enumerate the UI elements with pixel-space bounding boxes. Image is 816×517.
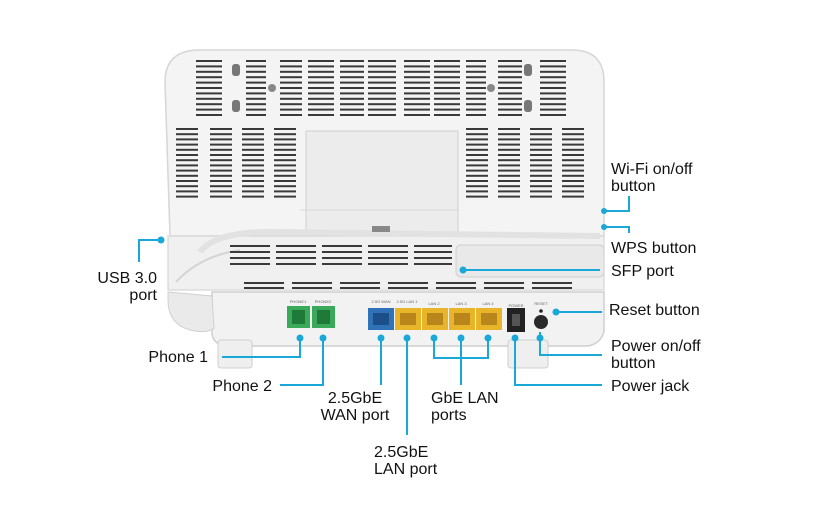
power-jack-socket (512, 314, 520, 326)
power-jack-label: Power jack (611, 378, 690, 395)
phone2-port-socket (317, 310, 330, 324)
reset-port-label: RESET (534, 301, 548, 306)
wifi-button-callout: Wi-Fi on/off button (611, 161, 693, 195)
lan3-port-socket (454, 313, 470, 325)
wps-button-callout: WPS button (611, 240, 696, 257)
lan1-port-socket (400, 313, 416, 325)
phone1-label: Phone 1 (148, 349, 208, 366)
power-button[interactable] (534, 315, 548, 329)
wan-port-socket (373, 313, 389, 325)
reset-button-callout: Reset button (609, 302, 700, 319)
wifi-button-label-line1: Wi-Fi on/off (611, 161, 693, 178)
wan-port-label-line2: WAN port (320, 407, 390, 424)
lan-port-label-line2: LAN port (374, 461, 438, 478)
port-panel: PHONE1 PHONE2 2.5G WAN 2.5G LAN 1 LAN 2 … (287, 299, 548, 332)
lan2-port-label: LAN 2 (428, 301, 440, 306)
power-jack-callout: Power jack (611, 378, 689, 395)
mounting-holes (232, 64, 532, 232)
reset-button[interactable] (539, 309, 543, 313)
ventilation-slots (176, 60, 584, 289)
usb-port-label-line2: port (129, 287, 157, 304)
phone1-callout: Phone 1 (130, 349, 208, 366)
wan-port-label-line1: 2.5GbE (327, 390, 383, 407)
sfp-port-label: SFP port (611, 263, 674, 280)
lan-port-label-line1: 2.5GbE (374, 444, 429, 461)
wifi-button-label-line2: button (611, 178, 656, 195)
phone1-port-label: PHONE1 (290, 299, 307, 304)
lan2-port-socket (427, 313, 443, 325)
power-button-label-line2: button (611, 355, 656, 372)
wan-port-label: 2.5G WAN (372, 299, 391, 304)
phone1-port-socket (292, 310, 305, 324)
lan1-port-label: 2.5G LAN 1 (397, 299, 419, 304)
sfp-port-callout: SFP port (611, 263, 674, 280)
phone2-port-label: PHONE2 (315, 299, 332, 304)
phone2-callout: Phone 2 (192, 378, 272, 395)
reset-button-label: Reset button (609, 302, 700, 319)
power-port-label: POWER (508, 303, 523, 308)
usb-port-label-line1: USB 3.0 (97, 270, 157, 287)
wan-port-callout: 2.5GbE WAN port (305, 390, 405, 424)
power-button-label-line1: Power on/off (611, 338, 701, 355)
lan3-port-label: LAN 3 (455, 301, 467, 306)
phone2-label: Phone 2 (212, 378, 272, 395)
gbe-lan-label-line1: GbE LAN (431, 390, 499, 407)
power-button-callout: Power on/off button (611, 338, 701, 372)
lan4-port-socket (481, 313, 497, 325)
gbe-lan-callout: GbE LAN ports (431, 390, 499, 424)
callout-dots (157, 208, 607, 342)
gbe-lan-label-line2: ports (431, 407, 467, 424)
wps-button-label: WPS button (611, 240, 697, 257)
lan-port-callout: 2.5GbE LAN port (374, 444, 437, 478)
lan4-port-label: LAN 4 (482, 301, 494, 306)
usb-port-callout: USB 3.0 port (88, 270, 157, 304)
callout-lines (138, 196, 630, 435)
